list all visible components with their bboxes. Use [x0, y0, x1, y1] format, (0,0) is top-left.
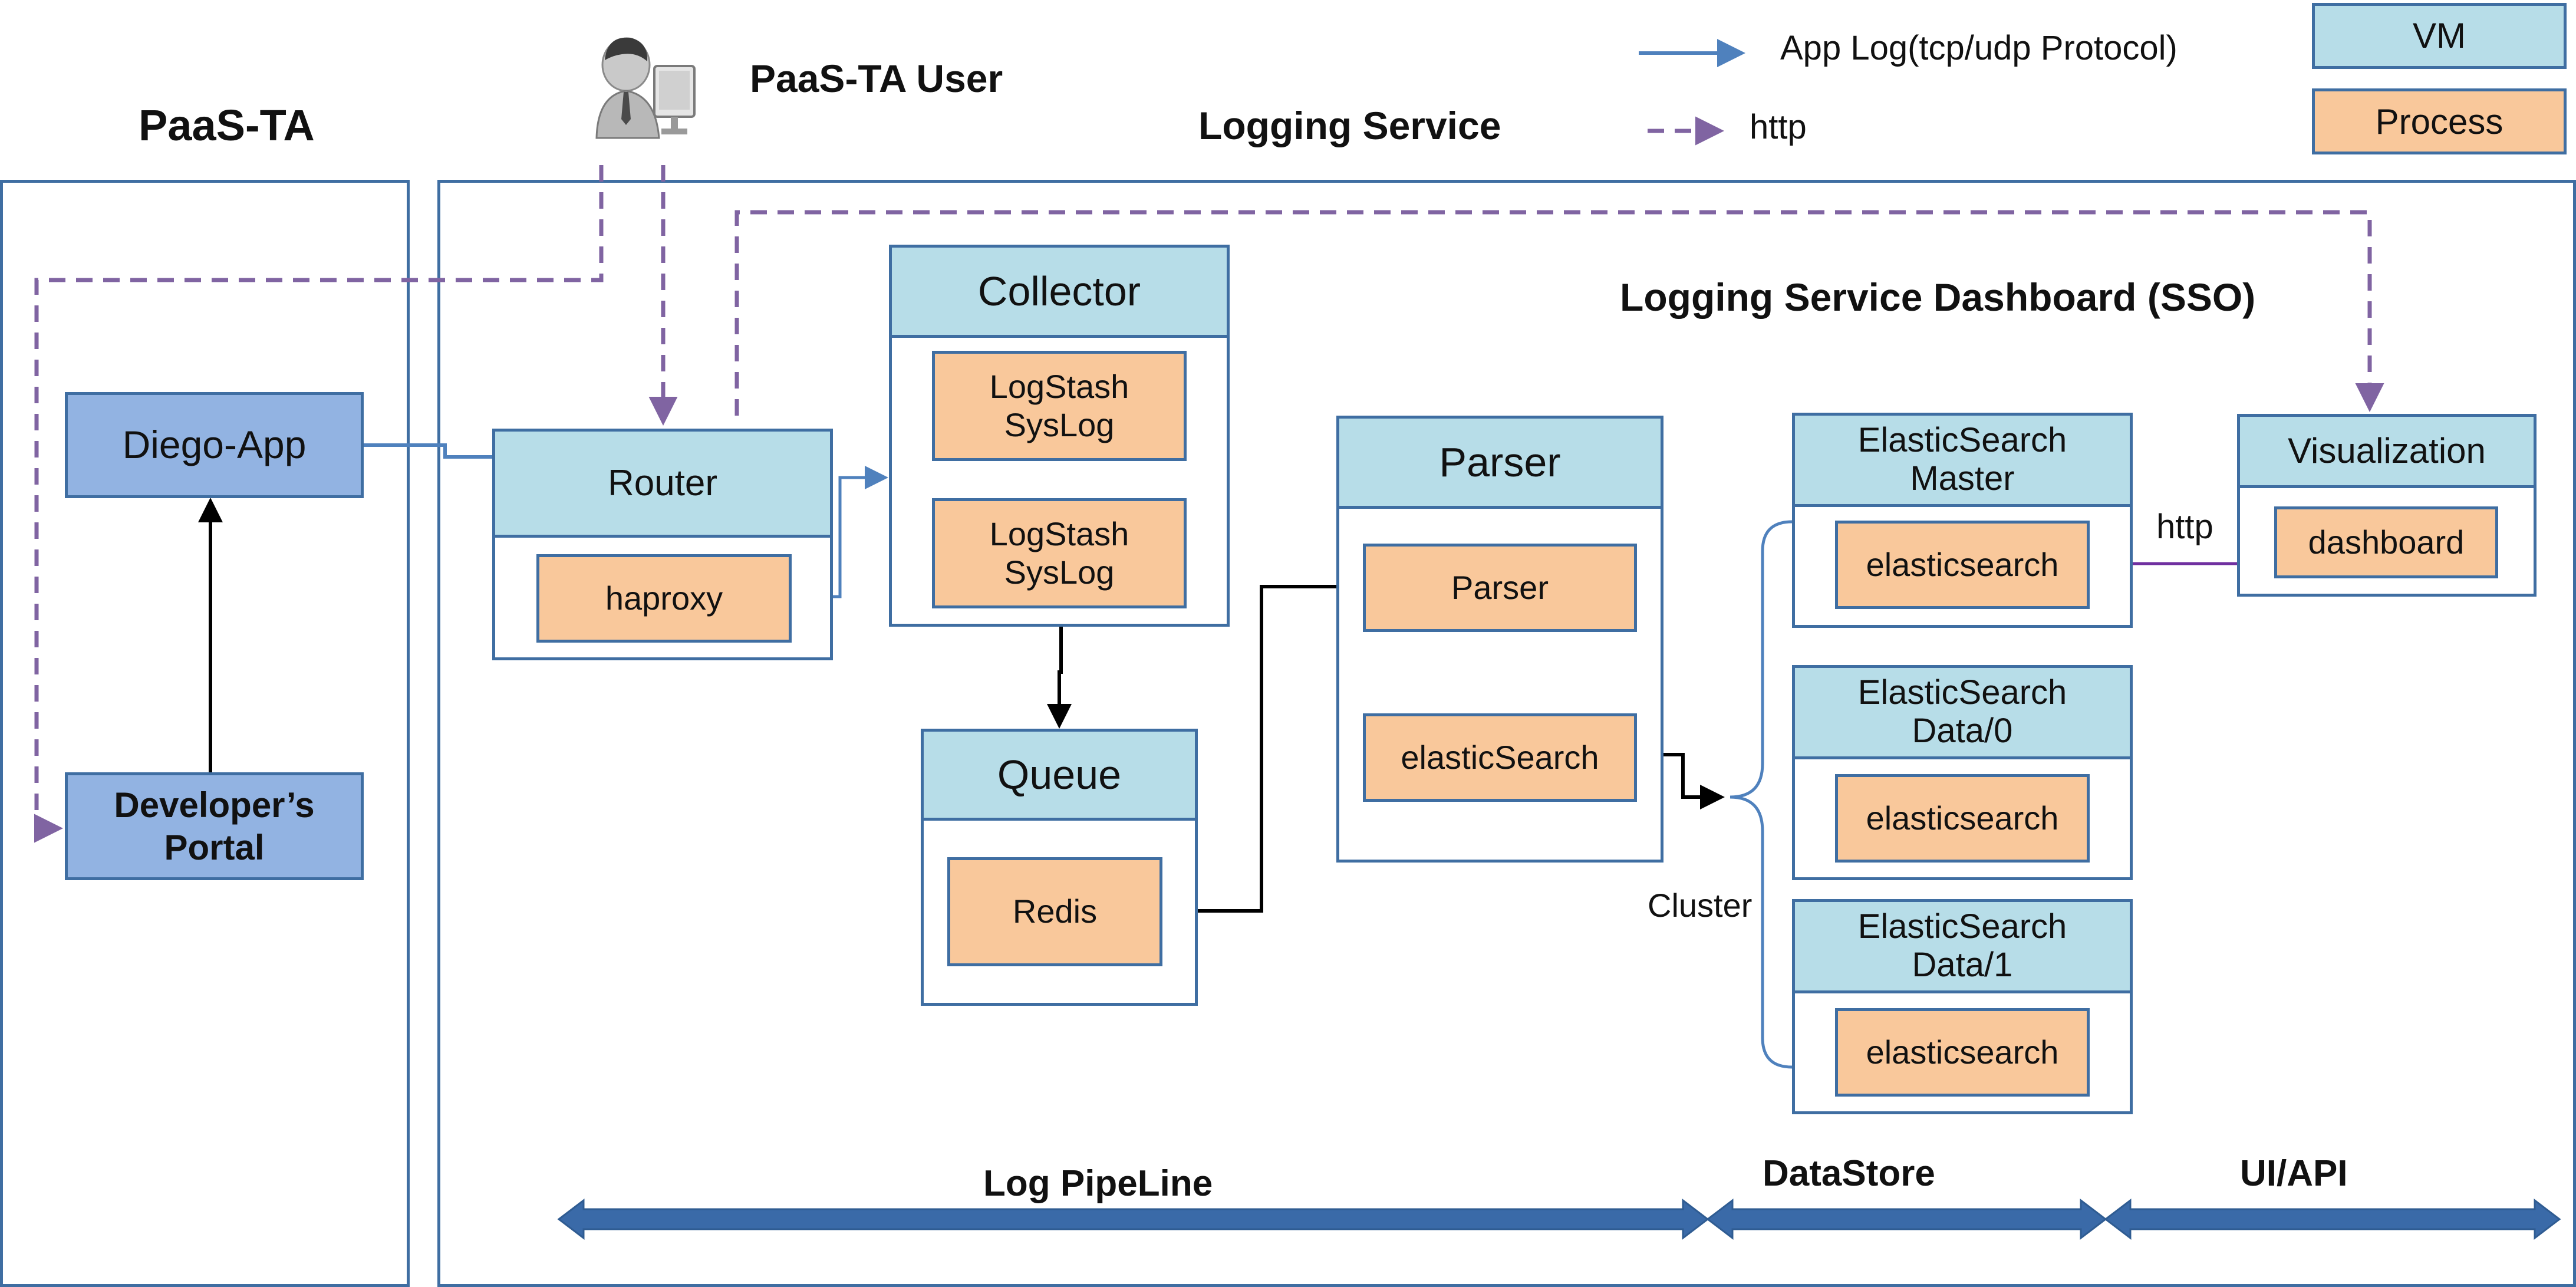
redis-process: Redis: [947, 857, 1162, 966]
datastore-label: DataStore: [1763, 1153, 1935, 1194]
visualization-vm: Visualization dashboard: [2237, 414, 2537, 597]
elasticsearch-data1-vm: ElasticSearch Data/1 elasticsearch: [1792, 899, 2133, 1114]
dashboard-sso-label: Logging Service Dashboard (SSO): [1620, 275, 2256, 319]
elasticsearch-master-title: ElasticSearch Master: [1795, 416, 2130, 507]
router-title: Router: [495, 432, 830, 538]
elasticsearch-data0-process: elasticsearch: [1835, 774, 2090, 863]
collector-title: Collector: [892, 248, 1227, 338]
logstash-syslog-process-1: LogStash SysLog: [932, 351, 1187, 461]
elasticsearch-data1-title: ElasticSearch Data/1: [1795, 902, 2130, 993]
cluster-brace: [1730, 520, 1793, 1069]
elasticsearch-master-process: elasticsearch: [1835, 521, 2090, 609]
legend-app-log-label: App Log(tcp/udp Protocol): [1780, 29, 2178, 67]
datastore-band-arrow: [1706, 1198, 2107, 1240]
paas-ta-heading: PaaS-TA: [139, 101, 315, 150]
legend-http-label: http: [1750, 108, 1807, 146]
collector-to-queue-arrow: [1047, 625, 1072, 729]
parser-vm: Parser Parser elasticSearch: [1336, 416, 1663, 863]
logging-service-frame: [437, 180, 2576, 1287]
paas-ta-frame: [0, 180, 410, 1287]
redis-to-parser-arrow: [1160, 574, 1362, 913]
http-router-to-visualization: [734, 210, 2384, 416]
elasticsearch-data0-title: ElasticSearch Data/0: [1795, 668, 2130, 759]
elasticsearch-data1-process: elasticsearch: [1835, 1008, 2090, 1097]
queue-vm: Queue Redis: [921, 729, 1198, 1006]
parser-title: Parser: [1339, 419, 1661, 509]
legend-process-swatch: Process: [2312, 88, 2567, 154]
paas-ta-user-label: PaaS-TA User: [750, 57, 1003, 100]
elasticsearch-data0-vm: ElasticSearch Data/0 elasticsearch: [1792, 665, 2133, 880]
collector-vm: Collector LogStash SysLog LogStash SysLo…: [889, 245, 1230, 627]
developers-portal-box: Developer’s Portal: [65, 772, 364, 880]
log-pipeline-band-arrow: [557, 1198, 1709, 1240]
legend-vm-swatch: VM: [2312, 3, 2567, 69]
visualization-title: Visualization: [2240, 417, 2534, 488]
applog-diego-to-router: [363, 443, 495, 459]
ui-api-label: UI/API: [2240, 1153, 2348, 1194]
dashboard-process: dashboard: [2274, 506, 2498, 578]
cluster-label: Cluster: [1648, 887, 1753, 924]
elasticsearch-client-process: elasticSearch: [1363, 713, 1637, 802]
log-pipeline-label: Log PipeLine: [983, 1163, 1213, 1204]
logstash-syslog-process-2: LogStash SysLog: [932, 498, 1187, 608]
user-at-computer-icon: [589, 31, 699, 140]
router-vm: Router haproxy: [492, 429, 833, 660]
ui-api-band-arrow: [2104, 1198, 2561, 1240]
logging-service-heading: Logging Service: [1198, 104, 1501, 147]
queue-title: Queue: [924, 732, 1195, 821]
haproxy-process: haproxy: [536, 554, 792, 643]
http-label: http: [2156, 508, 2213, 546]
diego-app-box: Diego-App: [65, 392, 364, 498]
elasticsearch-master-vm: ElasticSearch Master elasticsearch: [1792, 413, 2133, 628]
parser-process: Parser: [1363, 544, 1637, 632]
http-user-to-portal: [34, 165, 604, 843]
